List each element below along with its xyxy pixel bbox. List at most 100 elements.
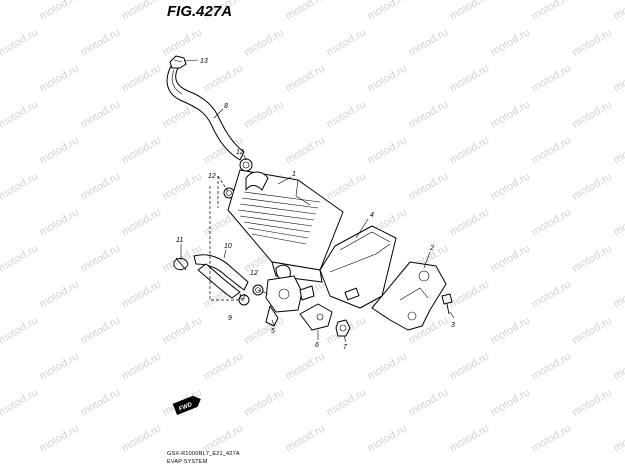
- fwd-label: FWD: [178, 402, 194, 413]
- callout-3: 3: [451, 322, 455, 329]
- watermark-text: motod.ru: [612, 62, 625, 94]
- watermark-text: motod.ru: [407, 98, 451, 130]
- watermark-text: motod.ru: [530, 62, 574, 94]
- watermark-text: motod.ru: [366, 350, 410, 382]
- watermark-text: motod.ru: [612, 134, 625, 166]
- watermark-text: motod.ru: [0, 98, 40, 130]
- watermark-text: motod.ru: [571, 98, 615, 130]
- watermark-text: motod.ru: [530, 422, 574, 454]
- watermark-text: motod.ru: [0, 314, 40, 346]
- watermark-text: motod.ru: [612, 422, 625, 454]
- figure-title: FIG.427A: [167, 3, 232, 20]
- watermark-text: motod.ru: [571, 314, 615, 346]
- callout-5: 5: [271, 328, 275, 335]
- watermark-text: motod.ru: [530, 206, 574, 238]
- watermark-text: motod.ru: [284, 62, 328, 94]
- watermark-text: motod.ru: [448, 62, 492, 94]
- watermark-text: motod.ru: [571, 170, 615, 202]
- watermark-text: motod.ru: [0, 386, 40, 418]
- callout-12-left: 12: [208, 173, 216, 180]
- watermark-text: motod.ru: [120, 350, 164, 382]
- watermark-text: motod.ru: [407, 26, 451, 58]
- watermark-text: motod.ru: [202, 350, 246, 382]
- watermark-text: motod.ru: [489, 314, 533, 346]
- watermark-text: motod.ru: [571, 26, 615, 58]
- callout-8: 8: [224, 103, 228, 110]
- watermark-text: motod.ru: [530, 0, 574, 23]
- watermark-text: motod.ru: [120, 134, 164, 166]
- watermark-text: motod.ru: [38, 0, 82, 23]
- watermark-text: motod.ru: [243, 386, 287, 418]
- watermark-text: motod.ru: [325, 170, 369, 202]
- watermark-text: motod.ru: [571, 242, 615, 274]
- callout-12-right: 12: [250, 270, 258, 277]
- watermark-text: motod.ru: [366, 0, 410, 23]
- watermark-text: motod.ru: [448, 134, 492, 166]
- fwd-arrow-icon: [172, 395, 201, 416]
- bolt-part-3: [441, 293, 453, 315]
- watermark-text: motod.ru: [120, 0, 164, 23]
- watermark-text: motod.ru: [448, 206, 492, 238]
- hose-clamp-part-13: [169, 55, 187, 69]
- watermark-text: motod.ru: [0, 26, 40, 58]
- watermark-text: motod.ru: [202, 422, 246, 454]
- watermark-text: motod.ru: [79, 170, 123, 202]
- callout-11: 11: [176, 237, 183, 244]
- watermark-text: motod.ru: [448, 0, 492, 23]
- watermark-text: motod.ru: [325, 386, 369, 418]
- callout-13: 13: [200, 58, 208, 65]
- watermark-text: motod.ru: [530, 350, 574, 382]
- watermark-text: motod.ru: [489, 170, 533, 202]
- watermark-text: motod.ru: [489, 242, 533, 274]
- watermark-text: motod.ru: [79, 386, 123, 418]
- callout-4: 4: [370, 212, 374, 219]
- watermark-text: motod.ru: [120, 206, 164, 238]
- watermark-text: motod.ru: [530, 134, 574, 166]
- watermark-text: motod.ru: [612, 278, 625, 310]
- canister-cover-part-4: [319, 225, 397, 309]
- watermark-text: motod.ru: [448, 278, 492, 310]
- callout-2: 2: [429, 245, 434, 252]
- watermark-text: motod.ru: [161, 314, 205, 346]
- watermark-text: motod.ru: [79, 98, 123, 130]
- fwd-direction-badge: FWD: [172, 395, 201, 416]
- watermark-text: motod.ru: [243, 314, 287, 346]
- leader-lines: [180, 59, 455, 343]
- watermark-text: motod.ru: [366, 422, 410, 454]
- hose-part-9: [197, 263, 241, 299]
- watermark-text: motod.ru: [407, 170, 451, 202]
- watermark-text: motod.ru: [284, 350, 328, 382]
- watermark-text: motod.ru: [161, 26, 205, 58]
- watermark-text: motod.ru: [489, 98, 533, 130]
- watermark-text: motod.ru: [243, 26, 287, 58]
- watermark-text: motod.ru: [38, 422, 82, 454]
- watermark-text: motod.ru: [202, 62, 246, 94]
- assembly-guide-lines: [209, 175, 269, 301]
- watermark-text: motod.ru: [120, 62, 164, 94]
- watermark-text: motod.ru: [366, 62, 410, 94]
- model-code-caption: GSX-R1000RL7_E21_427A: [167, 451, 240, 457]
- watermark-text: motod.ru: [38, 278, 82, 310]
- watermark-text: motod.ru: [161, 170, 205, 202]
- watermark-text: motod.ru: [530, 278, 574, 310]
- callout-12-bottom: 12: [238, 294, 246, 301]
- watermark-text: motod.ru: [612, 350, 625, 382]
- bolt-part-7: [335, 319, 351, 337]
- watermark-text: motod.ru: [448, 350, 492, 382]
- watermark-text: motod.ru: [448, 422, 492, 454]
- callout-1: 1: [292, 171, 296, 178]
- watermark-text: motod.ru: [489, 386, 533, 418]
- watermark-text: motod.ru: [366, 134, 410, 166]
- watermark-text: motod.ru: [284, 134, 328, 166]
- watermark-text: motod.ru: [284, 422, 328, 454]
- clamp-part-12-upper: [239, 158, 253, 172]
- callout-12-upper: 12: [236, 149, 244, 156]
- watermark-text: motod.ru: [284, 0, 328, 23]
- hose-part-8: [166, 61, 245, 161]
- bracket-part-6: [299, 303, 333, 331]
- system-name-caption: EVAP SYSTEM: [167, 459, 208, 465]
- watermark-text: motod.ru: [489, 26, 533, 58]
- watermark-text: motod.ru: [0, 170, 40, 202]
